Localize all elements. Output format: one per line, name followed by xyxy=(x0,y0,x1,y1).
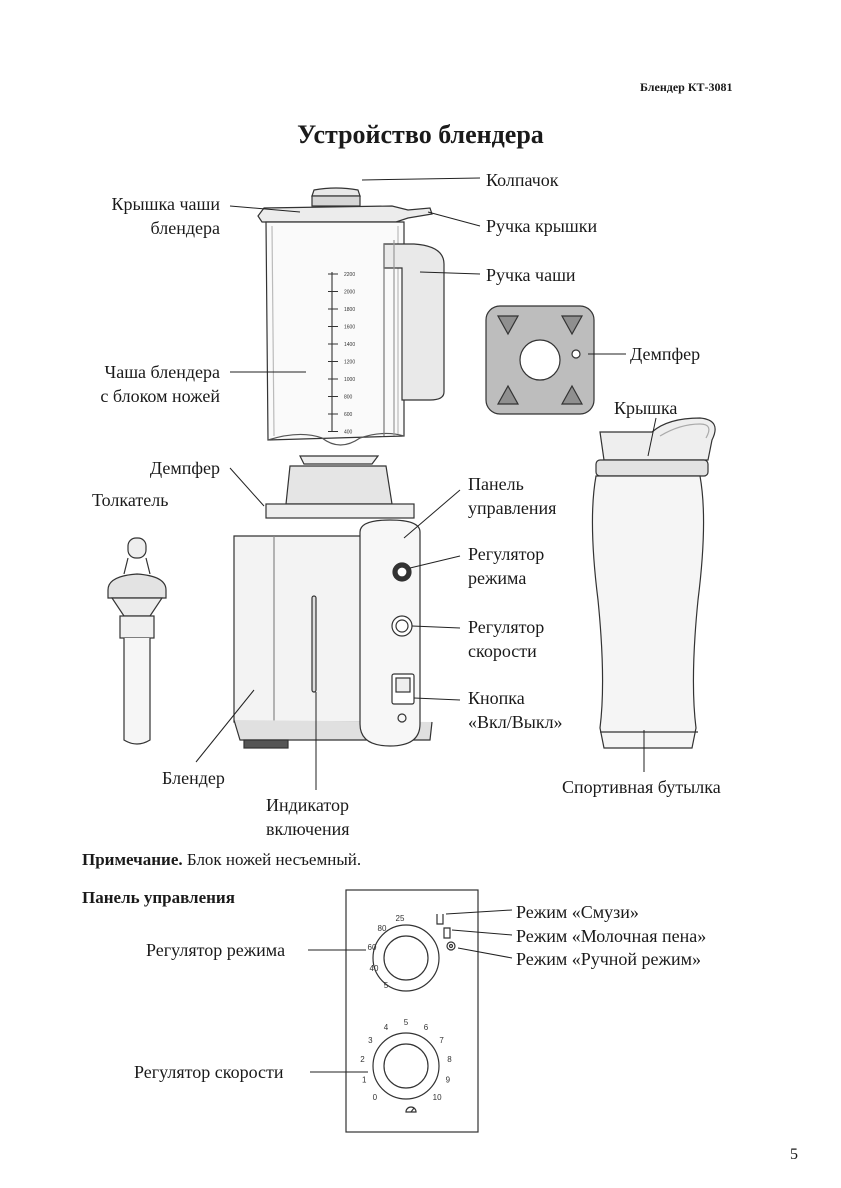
label-blender: Блендер xyxy=(162,768,225,788)
speed-dial-knob xyxy=(383,1043,429,1089)
speed-dial-tick: 7 xyxy=(439,1036,444,1045)
label-tamper: Толкатель xyxy=(92,490,169,510)
mode-dial-knob xyxy=(383,935,429,981)
lid-shape xyxy=(257,205,433,223)
label-control-panel: Панель управления xyxy=(468,474,557,518)
label-jar-lid: Крышка чаши блендера xyxy=(111,194,220,238)
label-damper-left: Демпфер xyxy=(149,458,220,478)
jar-scale-label: 800 xyxy=(344,395,353,401)
speed-dial-tick: 8 xyxy=(447,1055,452,1064)
label-jar: Чаша блендера с блоком ножей xyxy=(100,362,220,406)
speed-dial-tick: 10 xyxy=(433,1093,442,1102)
panel-label-manual: Режим «Ручной режим» xyxy=(516,949,702,969)
cap-shape xyxy=(311,187,361,197)
speed-dial-tick: 0 xyxy=(373,1093,378,1102)
smoothie-icon xyxy=(436,914,444,925)
jar-scale-label: 400 xyxy=(344,430,353,436)
panel-label-speed-knob: Регулятор скорости xyxy=(134,1062,284,1082)
jar-scale: 2200 2000 1800 1600 1400 1200 1000 800 600 400 xyxy=(328,272,355,436)
label-power-button: Кнопка «Вкл/Выкл» xyxy=(468,688,563,732)
speed-dial-ticks: 01 2 3 4 5 6 7 8 9 10 xyxy=(360,1018,452,1102)
jar-shape xyxy=(265,221,405,441)
label-mode-knob: Регулятор режима xyxy=(468,544,545,588)
note: Примечание. Блок ножей несъемный. xyxy=(82,850,361,870)
label-jar-handle: Ручка чаши xyxy=(486,265,576,285)
jar-scale-label: 1200 xyxy=(344,360,355,366)
speed-dial-tick: 3 xyxy=(368,1036,373,1045)
panel-heading: Панель управления xyxy=(82,888,235,907)
mode-dial-tick: 5 xyxy=(384,981,389,990)
label-speed-knob: Регулятор скорости xyxy=(468,617,545,661)
jar-scale-label: 1600 xyxy=(344,325,355,331)
speedometer-icon xyxy=(405,1106,417,1113)
label-lid-handle: Ручка крышки xyxy=(486,216,598,236)
mode-dial-ticks: 25 80 60 40 5 xyxy=(368,914,405,990)
mode-dial-tick: 40 xyxy=(370,964,379,973)
panel-label-mode-knob: Регулятор режима xyxy=(146,940,286,960)
note-text: Блок ножей несъемный. xyxy=(182,850,362,869)
milk-icon xyxy=(443,927,451,939)
tamper-shape xyxy=(127,537,147,559)
mode-dial-tick: 60 xyxy=(368,943,377,952)
panel-diagram-frame xyxy=(345,889,479,1133)
document-header: Блендер КТ-3081 xyxy=(640,80,733,94)
page-title: Устройство блендера xyxy=(297,120,544,149)
manual-icon xyxy=(446,941,456,951)
jar-scale-label: 600 xyxy=(344,412,353,418)
speed-dial-tick: 6 xyxy=(424,1023,429,1032)
panel-label-smoothie: Режим «Смузи» xyxy=(516,902,639,922)
mode-dial-ring xyxy=(372,924,440,992)
label-bottle-lid: Крышка xyxy=(614,398,678,418)
jar-handle-shape xyxy=(383,243,445,401)
jar-scale-label: 1400 xyxy=(344,342,355,348)
speed-dial-tick: 1 xyxy=(362,1076,367,1085)
jar-scale-label: 1000 xyxy=(344,377,355,383)
jar-scale-label: 2200 xyxy=(344,272,355,278)
page-number: 5 xyxy=(790,1146,798,1163)
bottle-body-shape xyxy=(591,475,705,749)
base-shape xyxy=(233,535,375,723)
label-sport-bottle: Спортивная бутылка xyxy=(562,777,721,797)
note-bold: Примечание. xyxy=(82,850,183,869)
speed-dial-ring xyxy=(372,1032,440,1100)
label-damper-right: Демпфер xyxy=(630,344,701,364)
label-indicator: Индикатор включения xyxy=(266,795,350,839)
mode-dial-tick: 80 xyxy=(378,924,387,933)
control-panel-shape xyxy=(359,519,421,747)
mode-dial-tick: 25 xyxy=(396,914,405,923)
bottle-lid-shape xyxy=(599,417,716,461)
label-cap: Колпачок xyxy=(486,170,559,190)
jar-scale-label: 2000 xyxy=(344,290,355,296)
speed-dial-tick: 2 xyxy=(360,1055,365,1064)
speed-dial-tick: 4 xyxy=(384,1023,389,1032)
panel-label-milk: Режим «Молочная пена» xyxy=(516,926,707,946)
jar-scale-label: 1800 xyxy=(344,307,355,313)
speed-dial-tick: 5 xyxy=(404,1018,409,1027)
speed-dial-tick: 9 xyxy=(446,1076,451,1085)
